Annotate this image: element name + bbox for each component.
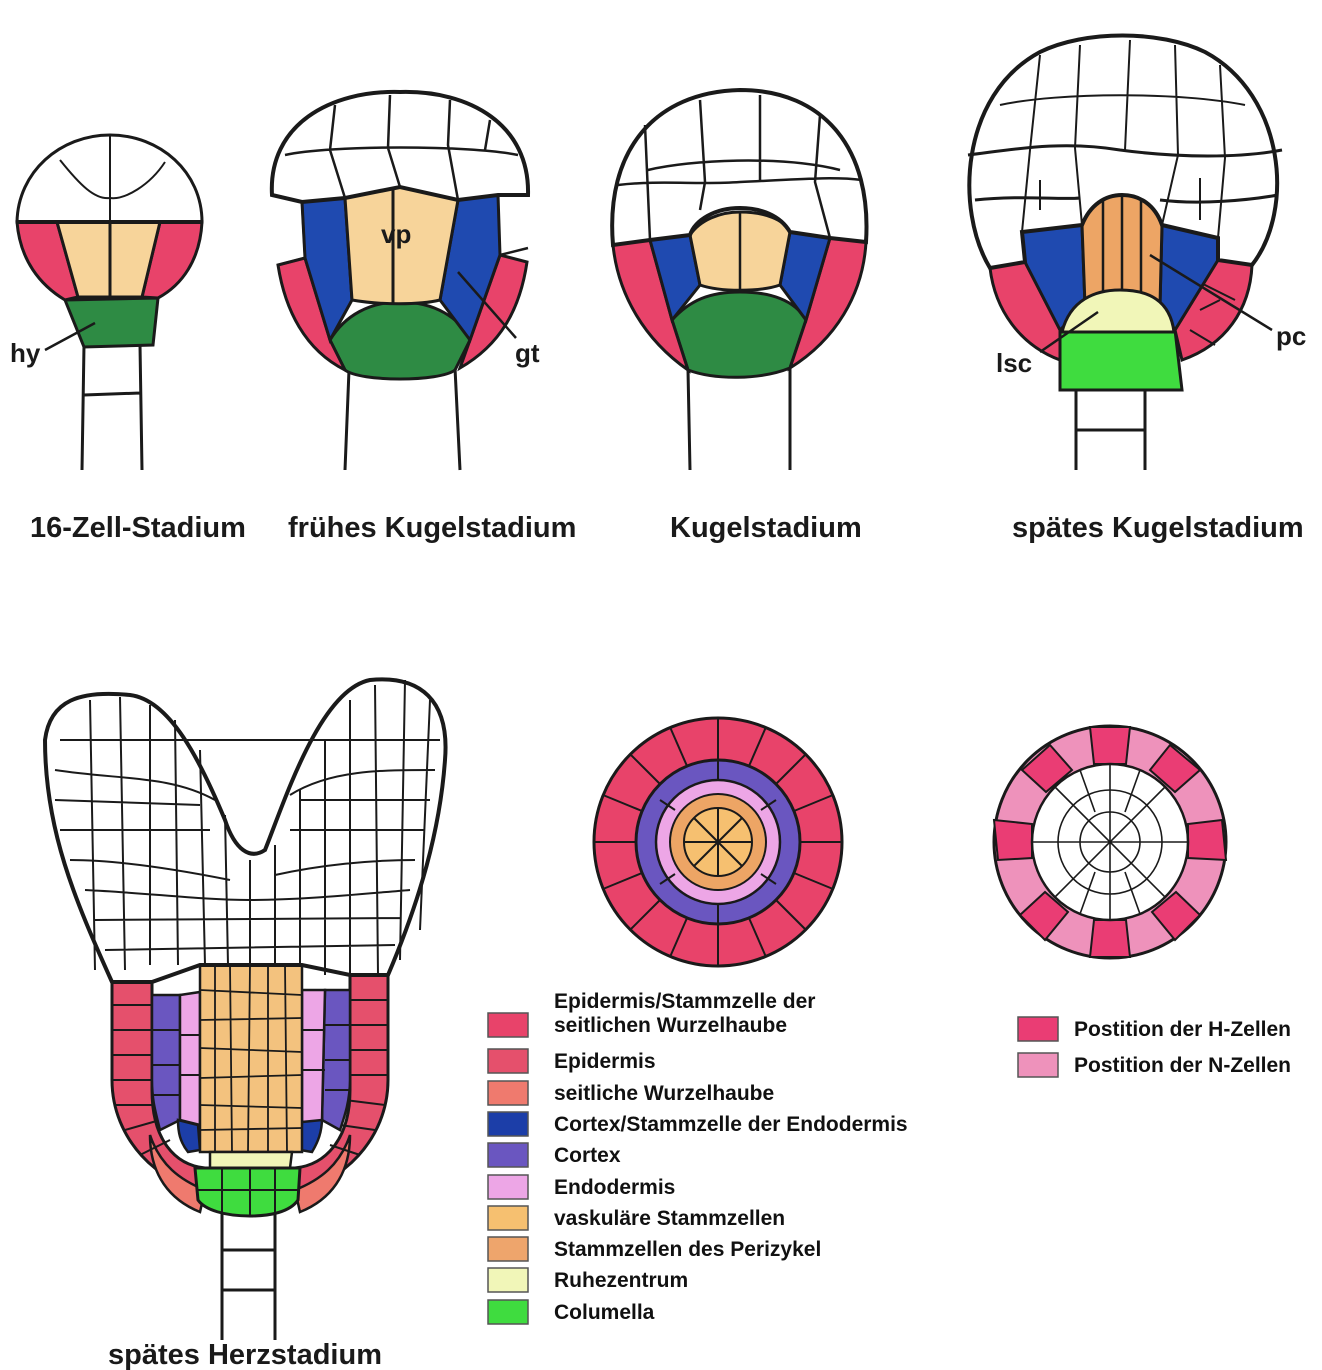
embryo-globular: [610, 87, 869, 471]
legend-swatch: [487, 1236, 529, 1262]
legend-swatch: [487, 1174, 529, 1200]
legend-swatch: [487, 1080, 529, 1106]
caption-late-heart: spätes Herzstadium: [108, 1339, 382, 1370]
legend-label: seitliche Wurzelhaube: [554, 1082, 774, 1105]
legend-label: vaskuläre Stammzellen: [554, 1207, 785, 1230]
legend-label: Cortex/Stammzelle der Endodermis: [554, 1113, 908, 1136]
cross-section-hair-cells: [992, 724, 1228, 960]
caption-globular: Kugelstadium: [670, 512, 862, 544]
suspensor: [80, 344, 144, 471]
columella: [193, 1166, 302, 1218]
h-cells: [992, 726, 1228, 958]
embryo-late-heart: [42, 677, 448, 1340]
legend-label: Columella: [554, 1301, 655, 1324]
legend-swatch: [487, 1111, 529, 1137]
columella-cell: [1058, 328, 1184, 392]
epidermis-right: [1173, 258, 1254, 362]
label-pc: pc: [1276, 321, 1306, 351]
legend-label: Cortex: [554, 1144, 621, 1167]
legend-swatch: [487, 1142, 529, 1168]
legend-swatch: [1017, 1052, 1059, 1078]
epidermis-right: [787, 236, 868, 372]
legend-swatch: [1017, 1016, 1059, 1042]
epidermis-left: [611, 238, 691, 374]
legend-label-line2: seitlichen Wurzelhaube: [554, 1014, 787, 1037]
epidermis-left: [276, 256, 349, 374]
label-gt: gt: [515, 338, 540, 368]
label-vp: vp: [381, 219, 411, 249]
hypophysis-cell: [670, 290, 808, 379]
embryo-16-cell: [15, 133, 204, 471]
legend-label: Epidermis/Stammzelle der: [554, 990, 815, 1013]
caption-16-cell: 16-Zell-Stadium: [30, 512, 246, 544]
upper-half: [610, 87, 869, 248]
cotyledons: [42, 677, 448, 984]
embryo-early-globular: [269, 89, 531, 471]
caption-late-globular: spätes Kugelstadium: [1012, 512, 1304, 544]
label-hy: hy: [10, 338, 41, 368]
legend-label: Endodermis: [554, 1176, 675, 1199]
legend-swatch: [487, 1267, 529, 1293]
legend-label: Ruhezentrum: [554, 1269, 688, 1292]
legend-label: Postition der N-Zellen: [1074, 1054, 1291, 1077]
legend-swatch: [487, 1012, 529, 1038]
legend-swatch: [487, 1299, 529, 1325]
hypophysis-cell: [62, 296, 160, 349]
legend-swatch: [487, 1205, 529, 1231]
legend-swatch: [487, 1048, 529, 1074]
label-lsc: lsc: [996, 348, 1032, 378]
lower-tier-right: [140, 220, 204, 300]
quiescent-center: [1060, 288, 1176, 334]
caption-early-globular: frühes Kugelstadium: [288, 512, 576, 544]
embryo-late-globular: [967, 33, 1283, 470]
legend-label: Stammzellen des Perizykel: [554, 1238, 821, 1261]
provasculature: [343, 185, 460, 306]
epidermis-left: [988, 260, 1062, 363]
lower-tier-left: [15, 220, 80, 302]
quiescent-center: [208, 1150, 294, 1170]
cortex: [150, 988, 352, 1132]
legend-label: Postition der H-Zellen: [1074, 1018, 1291, 1041]
legend-label: Epidermis: [554, 1050, 656, 1073]
cross-section-tissues: [592, 716, 844, 968]
